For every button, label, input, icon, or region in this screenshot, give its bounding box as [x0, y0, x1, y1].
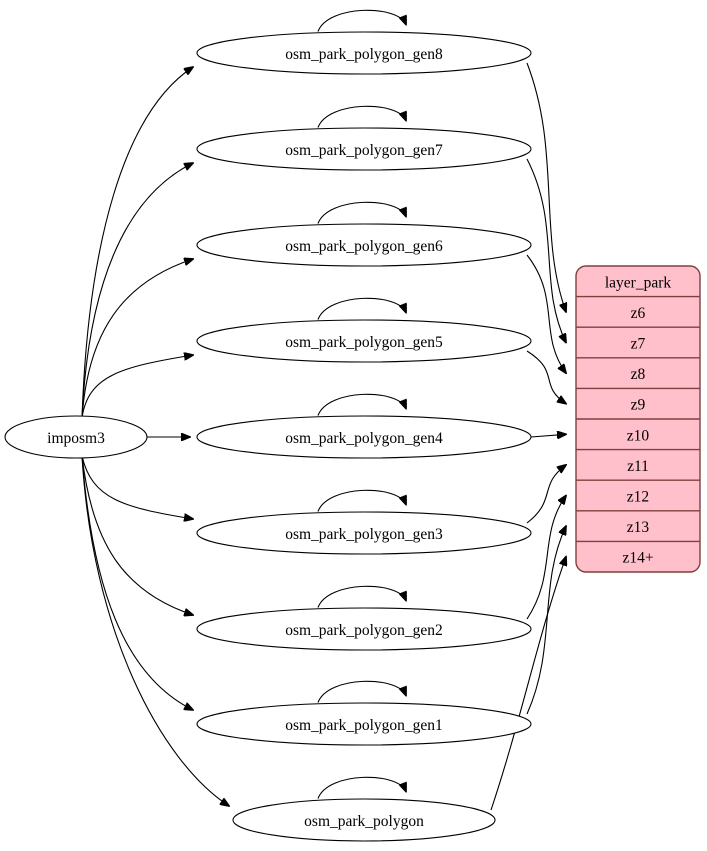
- row-label-z13: z13: [627, 519, 650, 536]
- node-label-gen6: osm_park_polygon_gen6: [285, 238, 443, 255]
- node-gen2[interactable]: osm_park_polygon_gen2: [196, 607, 532, 651]
- edge-imposm3-to-gen7: [81, 163, 193, 419]
- edge-gen6-to-z8: [526, 254, 566, 373]
- node-imposm3[interactable]: imposm3: [4, 415, 148, 459]
- edge-imposm3-to-gen5: [81, 355, 193, 419]
- self-loop-gen4: [317, 393, 406, 416]
- node-base[interactable]: osm_park_polygon: [232, 798, 496, 842]
- edge-gen4-to-z10: [530, 434, 566, 437]
- node-shape-gen6: [196, 223, 532, 267]
- node-label-gen8: osm_park_polygon_gen8: [285, 46, 443, 63]
- edge-imposm3-to-gen1: [81, 455, 193, 710]
- node-shape-gen4: [196, 415, 532, 459]
- row-label-z11: z11: [627, 458, 649, 475]
- self-loop-gen8: [317, 9, 406, 32]
- self-loop-gen7: [317, 105, 406, 128]
- node-label-gen2: osm_park_polygon_gen2: [285, 622, 443, 639]
- node-label-gen4: osm_park_polygon_gen4: [285, 430, 443, 447]
- edge-gen5-to-z9: [526, 350, 566, 404]
- node-gen5[interactable]: osm_park_polygon_gen5: [196, 319, 532, 363]
- self-loop-gen1: [317, 680, 406, 703]
- table-row[interactable]: z6: [576, 295, 700, 322]
- node-label-imposm3: imposm3: [47, 430, 105, 447]
- node-shape-gen3: [196, 511, 532, 555]
- edge-gen8-to-z6: [526, 62, 566, 312]
- node-shape-gen8: [196, 31, 532, 75]
- edge-imposm3-to-gen6: [81, 259, 193, 419]
- node-gen7[interactable]: osm_park_polygon_gen7: [196, 127, 532, 171]
- table-row[interactable]: z13: [576, 510, 700, 536]
- edge-gen7-to-z7: [526, 158, 566, 343]
- nodes-layer: imposm3 osm_park_polygon_gen8 osm_park_pol…: [4, 31, 532, 842]
- edge-imposm3-to-base: [81, 455, 229, 806]
- row-label-z9: z9: [631, 397, 646, 414]
- table-row[interactable]: z9: [576, 387, 700, 414]
- row-label-z14+: z14+: [622, 550, 653, 567]
- table-header-label: layer_park: [605, 274, 672, 291]
- node-shape-gen2: [196, 607, 532, 651]
- node-shape-gen1: [196, 702, 532, 746]
- edge-imposm3-to-gen8: [81, 67, 193, 419]
- self-loop-gen3: [317, 489, 406, 512]
- row-label-z6: z6: [631, 305, 646, 322]
- node-shape-gen5: [196, 319, 532, 363]
- edges-layer: [81, 9, 566, 811]
- row-label-z7: z7: [631, 336, 646, 353]
- node-gen6[interactable]: osm_park_polygon_gen6: [196, 223, 532, 267]
- node-gen8[interactable]: osm_park_polygon_gen8: [196, 31, 532, 75]
- node-label-gen3: osm_park_polygon_gen3: [285, 526, 443, 543]
- table-row[interactable]: z10: [576, 418, 700, 444]
- table-row[interactable]: z14+: [576, 540, 700, 567]
- edge-gen3-to-z11: [526, 465, 566, 524]
- node-shape-gen7: [196, 127, 532, 171]
- node-label-gen5: osm_park_polygon_gen5: [285, 334, 443, 351]
- self-loop-gen2: [317, 585, 406, 608]
- node-shape-imposm3: [4, 415, 148, 459]
- edge-imposm3-to-gen2: [81, 455, 193, 615]
- table-row[interactable]: z12: [576, 479, 700, 506]
- edge-base-to-z14+: [490, 557, 566, 811]
- row-label-z8: z8: [631, 366, 646, 383]
- edge-gen2-to-z12: [526, 496, 566, 620]
- self-loop-gen5: [317, 297, 406, 320]
- node-gen1[interactable]: osm_park_polygon_gen1: [196, 702, 532, 746]
- node-gen3[interactable]: osm_park_polygon_gen3: [196, 511, 532, 555]
- node-label-base: osm_park_polygon: [304, 813, 424, 830]
- row-label-z10: z10: [627, 427, 650, 444]
- node-gen4[interactable]: osm_park_polygon_gen4: [196, 415, 532, 459]
- layer-park-table: layer_park z6 z7 z8 z9 z10 z11 z12 z13 z14+: [575, 265, 701, 573]
- edge-imposm3-to-gen3: [81, 455, 193, 519]
- table-row[interactable]: z11: [576, 448, 700, 475]
- row-label-z12: z12: [627, 489, 649, 506]
- self-loop-base: [317, 776, 406, 799]
- node-shape-base: [232, 798, 496, 842]
- table-row[interactable]: z7: [576, 326, 700, 353]
- node-label-gen1: osm_park_polygon_gen1: [285, 717, 443, 734]
- self-loop-gen6: [317, 201, 406, 224]
- table-row[interactable]: z8: [576, 357, 700, 383]
- node-label-gen7: osm_park_polygon_gen7: [285, 142, 443, 159]
